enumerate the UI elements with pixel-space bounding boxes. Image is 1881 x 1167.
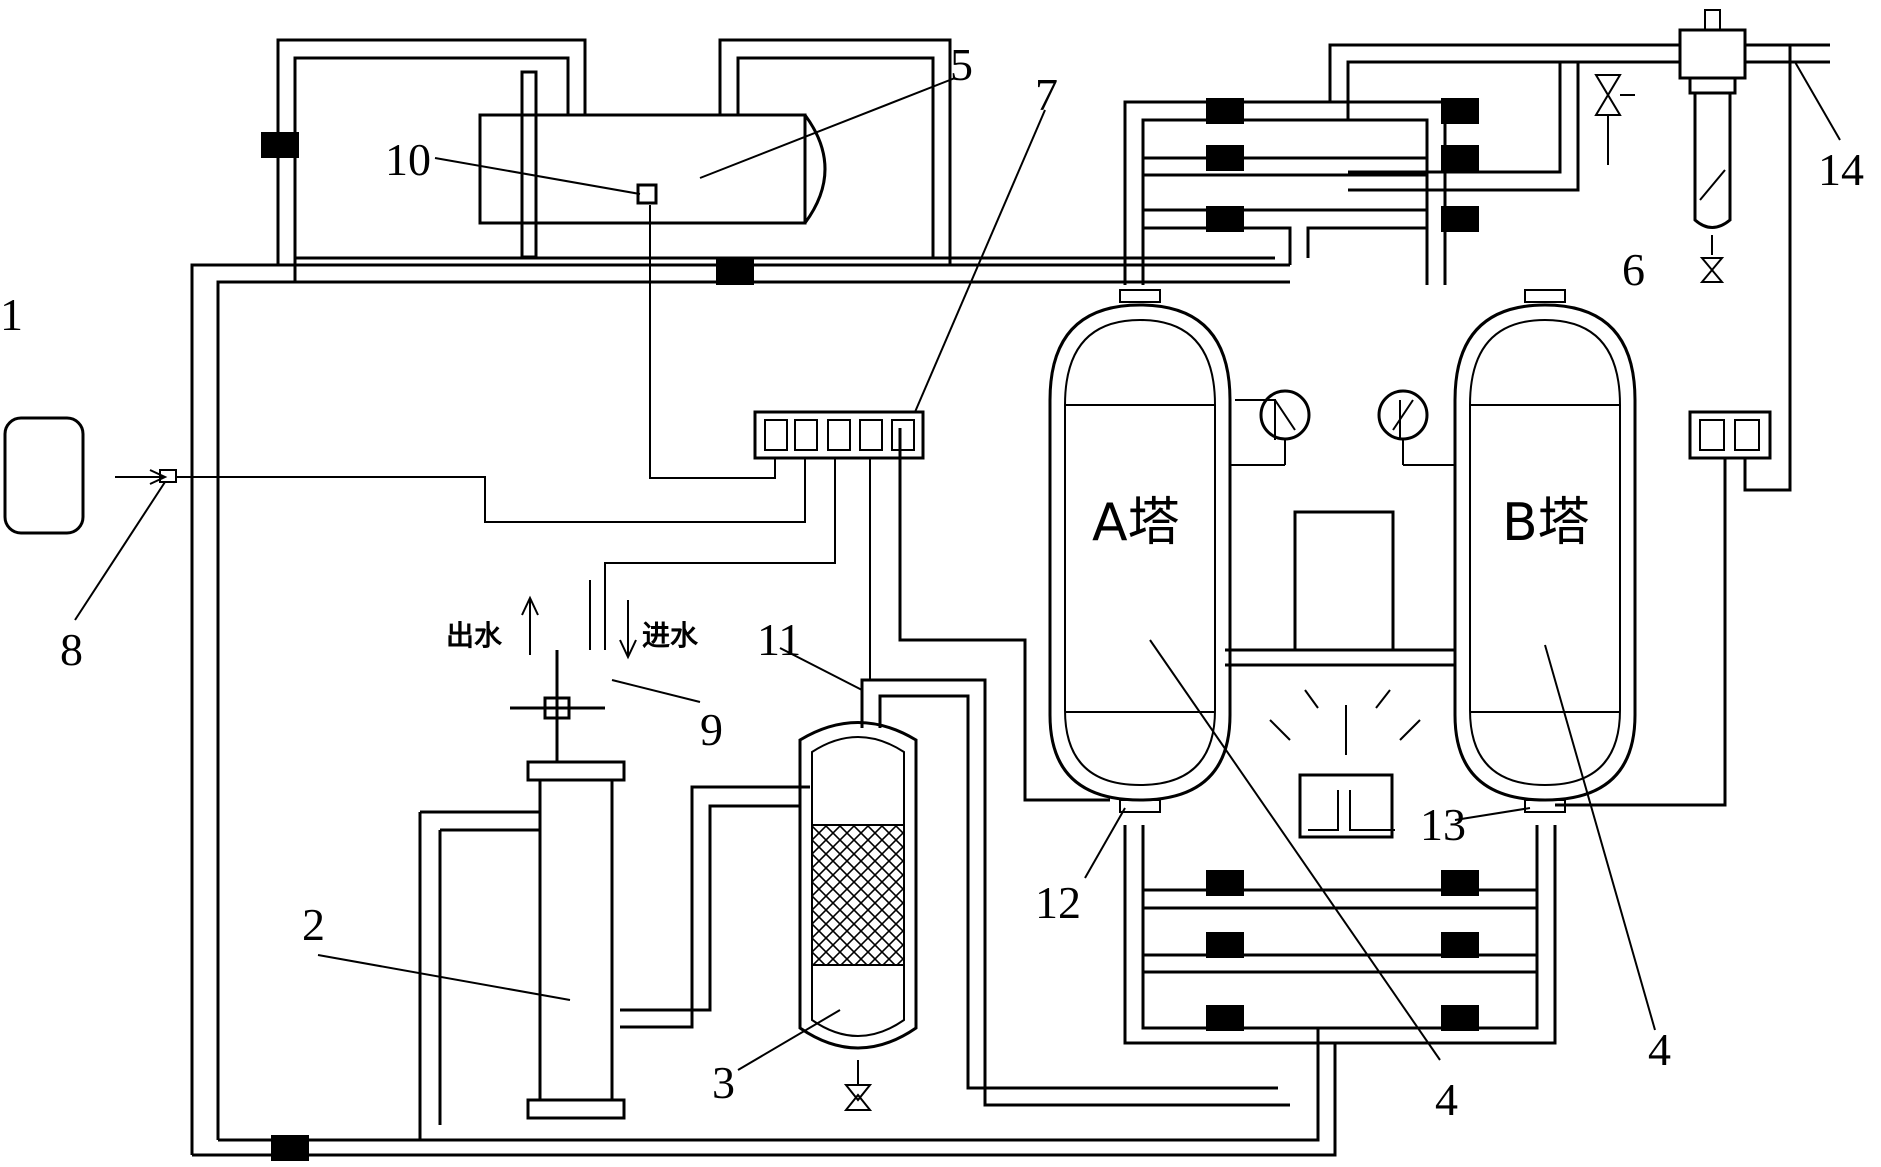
tower-a (1048, 289, 1232, 813)
label-3: 3 (712, 1057, 735, 1108)
valve (1206, 145, 1244, 171)
label-13: 13 (1420, 799, 1466, 850)
valve (716, 259, 754, 285)
silencer (1269, 689, 1421, 839)
valve (1441, 870, 1479, 896)
controller-7 (753, 410, 925, 460)
tower-b (1453, 289, 1637, 813)
component-3-separator (798, 721, 918, 1111)
tower-b-label: B塔 (1502, 493, 1590, 553)
water-in-arrow (619, 600, 637, 660)
label-6: 6 (1622, 244, 1645, 295)
valve (1441, 1005, 1479, 1031)
tower-a-label: A塔 (1092, 493, 1180, 553)
label-7: 7 (1035, 69, 1058, 120)
valve (1441, 98, 1479, 124)
label-10: 10 (385, 134, 431, 185)
pressure-gauge-b (1377, 389, 1455, 466)
water-out-arrow (521, 595, 539, 655)
inlet-arrow (115, 469, 168, 485)
valve (1441, 932, 1479, 958)
valve (1206, 98, 1244, 124)
component-2-column (510, 650, 626, 1120)
pipe-network (175, 38, 1830, 1157)
water-in-label: 进水 (642, 619, 699, 652)
valve (1206, 206, 1244, 232)
label-2: 2 (302, 899, 325, 950)
heater-box (1293, 510, 1395, 652)
valve (271, 1135, 309, 1161)
label-12: 12 (1035, 877, 1081, 928)
valve (1206, 1005, 1244, 1031)
valve (1441, 145, 1479, 171)
label-1: 1 (0, 289, 23, 340)
pressure-gauge-a (1230, 389, 1311, 466)
label-4b: 4 (1648, 1024, 1671, 1075)
valve (1441, 206, 1479, 232)
leader-lines (74, 61, 1841, 1071)
sensor-10 (636, 183, 658, 205)
valve (261, 132, 299, 158)
controller-right (1688, 410, 1772, 460)
component-1-tank (3, 416, 85, 535)
label-9: 9 (700, 704, 723, 755)
sensor-8 (159, 469, 177, 483)
label-14: 14 (1818, 144, 1864, 195)
label-5: 5 (950, 39, 973, 90)
label-4a: 4 (1435, 1074, 1458, 1125)
label-8: 8 (60, 624, 83, 675)
valve (1206, 870, 1244, 896)
label-11: 11 (757, 614, 801, 665)
check-valve-top (1594, 74, 1635, 165)
component-6-filter (1678, 9, 1747, 283)
valve (1206, 932, 1244, 958)
water-out-label: 出水 (446, 619, 503, 652)
component-5-exchanger (478, 70, 827, 259)
